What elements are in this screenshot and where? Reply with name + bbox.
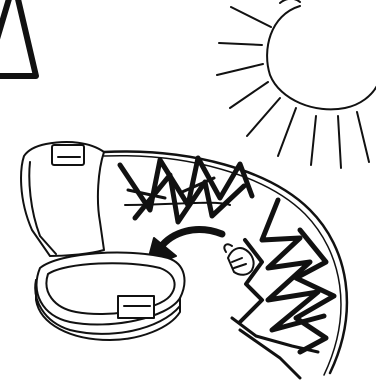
sun-icon [217,0,376,168]
storage-case-base [35,253,184,340]
warning-triangle-icon [0,0,36,76]
hand-holding-canopy-icon [224,244,253,274]
storage-case-lid [21,142,104,256]
